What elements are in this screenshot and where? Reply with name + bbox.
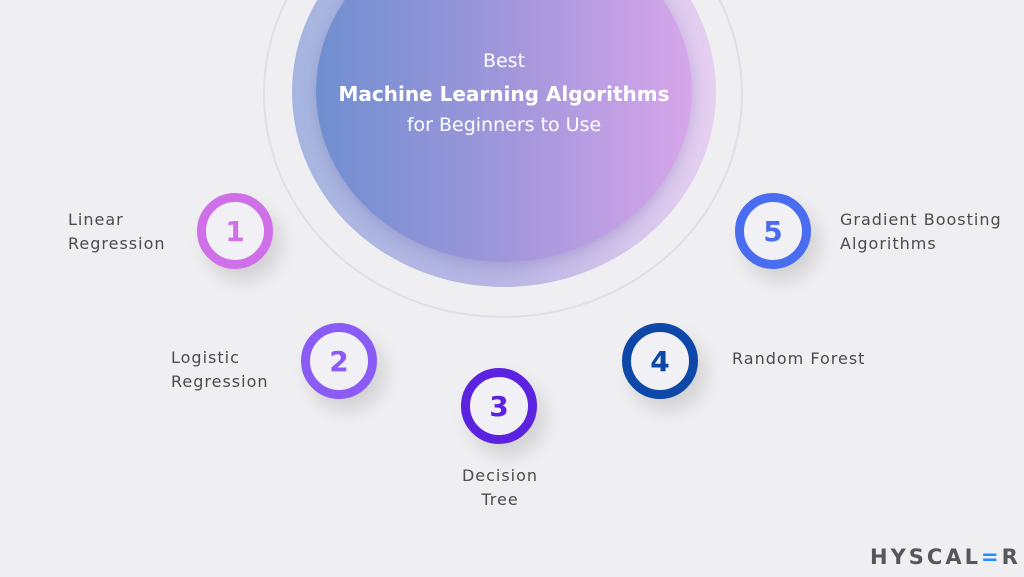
label-5-line-1: Gradient Boosting: [840, 210, 1002, 229]
badge-3: 3: [461, 368, 537, 444]
label-5-line-2: Algorithms: [840, 234, 937, 253]
title-disk: [316, 0, 692, 262]
label-3-line-1: Decision: [461, 466, 539, 485]
logo-text-1: HYSCAL: [870, 545, 981, 569]
title-line-2: Machine Learning Algorithms: [338, 82, 670, 106]
badge-5: 5: [735, 193, 811, 269]
badge-1: 1: [197, 193, 273, 269]
title-line-1: Best: [482, 50, 526, 72]
logo-text-2: R: [1001, 545, 1021, 569]
label-1-line-2: Regression: [68, 234, 166, 253]
label-4: Random Forest: [732, 349, 866, 368]
label-1-line-1: Linear: [68, 210, 124, 229]
logo-e-mark: =: [980, 545, 1002, 569]
label-2-line-1: Logistic: [171, 348, 240, 367]
hyscaler-logo: HYSCAL=R: [870, 545, 1021, 569]
title-line-3: for Beginners to Use: [406, 114, 602, 136]
badge-2: 2: [301, 323, 377, 399]
badge-4: 4: [622, 323, 698, 399]
label-2-line-2: Regression: [171, 372, 269, 391]
label-3-line-2: Tree: [481, 490, 519, 509]
